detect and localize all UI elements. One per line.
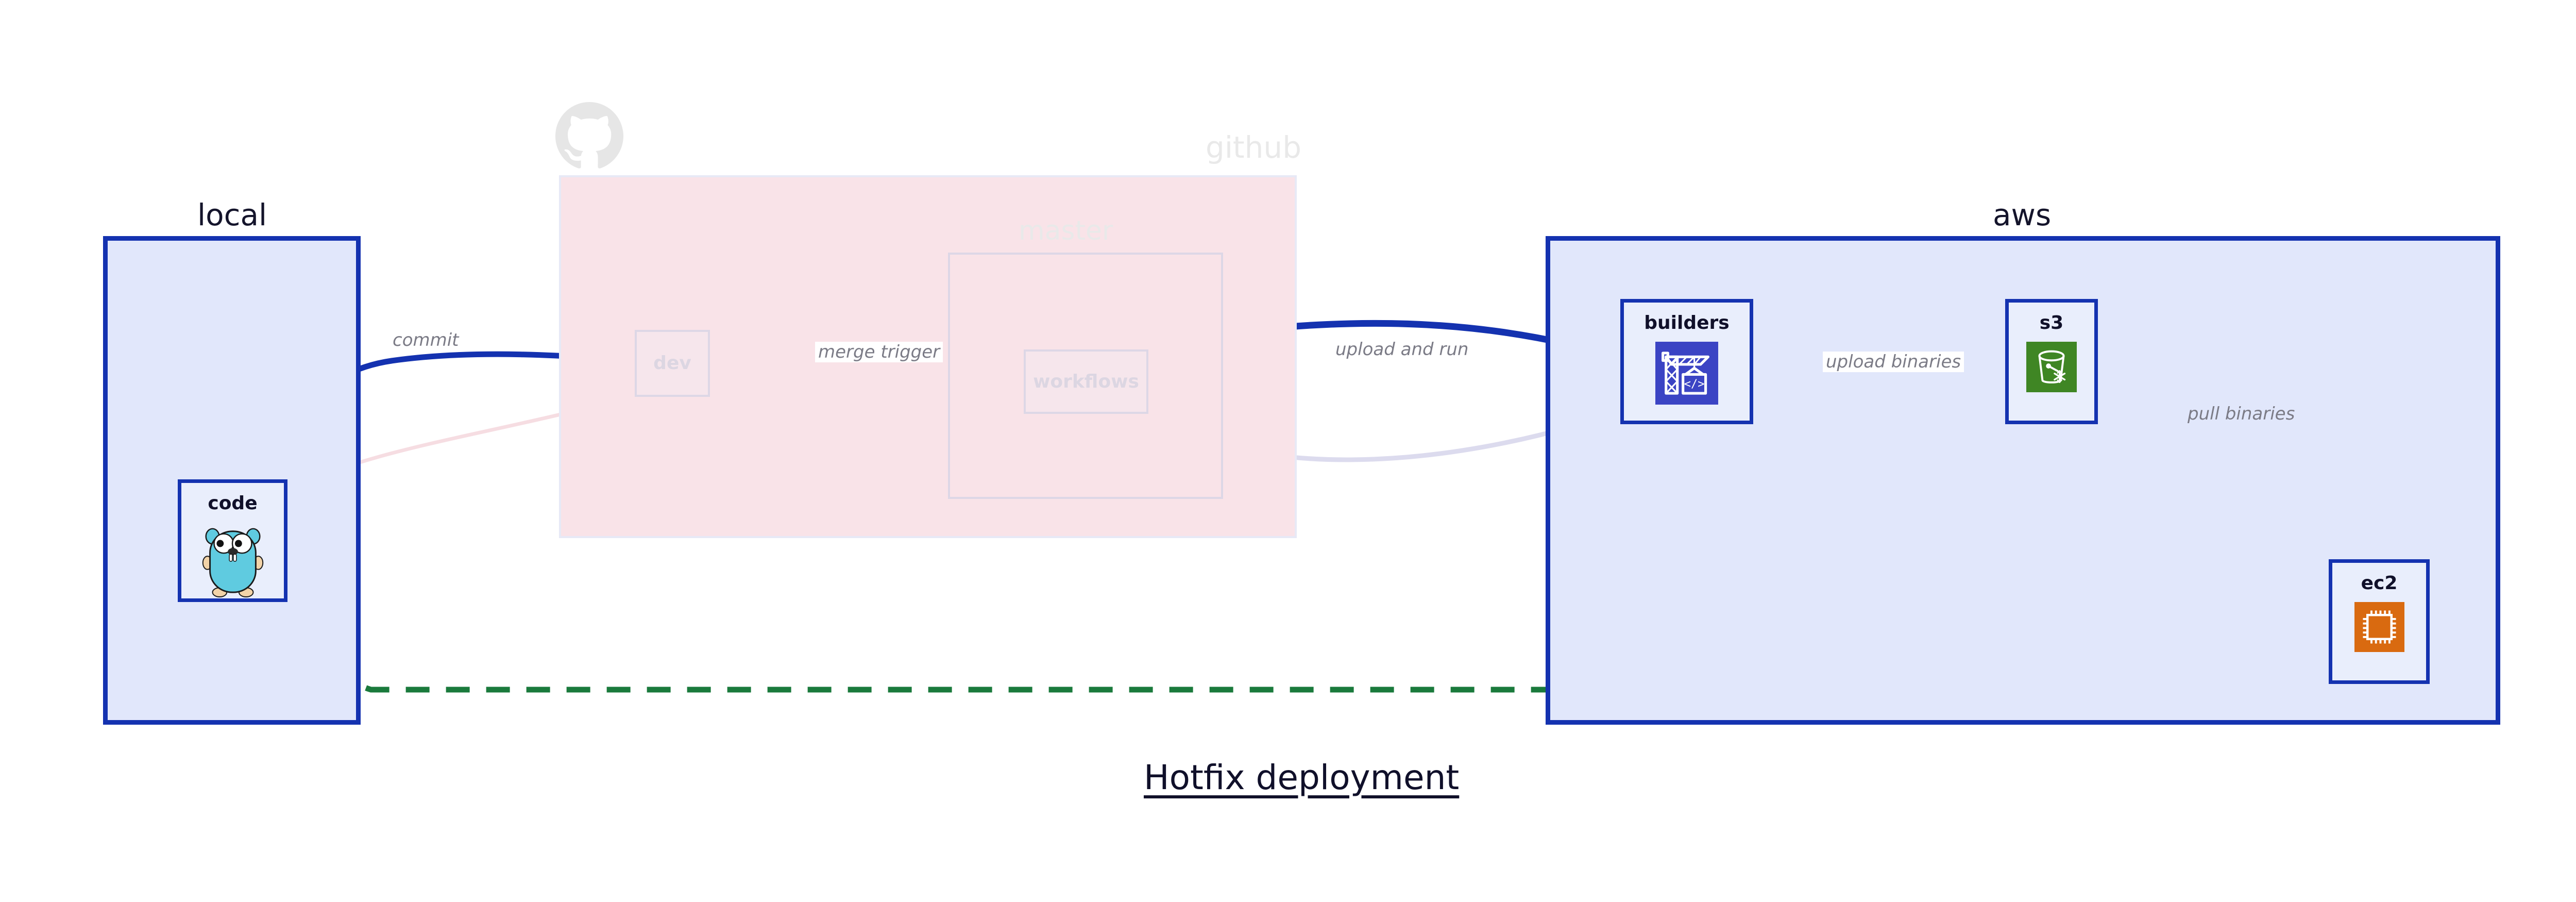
github-octocat-icon (555, 102, 623, 169)
svg-text:</>: </> (1684, 378, 1705, 391)
node-label-dev: dev (653, 353, 691, 374)
node-label-builders: builders (1644, 312, 1730, 333)
edge-label-merge-trigger: merge trigger (815, 342, 943, 362)
node-label-code: code (208, 493, 258, 514)
node-builders[interactable]: builders </> (1620, 299, 1753, 424)
group-label-github: github (1206, 130, 1302, 165)
edge-label-upload-binaries: upload binaries (1823, 352, 1964, 372)
node-label-s3: s3 (2039, 312, 2064, 333)
node-code[interactable]: code (178, 479, 287, 602)
node-dev[interactable]: dev (635, 330, 710, 397)
aws-codebuild-icon: </> (1655, 342, 1718, 405)
node-label-ec2: ec2 (2361, 573, 2398, 594)
aws-ec2-icon (2354, 602, 2404, 652)
node-label-workflows: workflows (1033, 371, 1139, 392)
group-label-master: master (1019, 215, 1113, 246)
node-s3[interactable]: s3 (2005, 299, 2098, 424)
node-workflows[interactable]: workflows (1024, 349, 1148, 414)
aws-s3-glacier-icon (2026, 342, 2077, 392)
edge-label-upload-and-run: upload and run (1332, 339, 1472, 360)
edge-label-commit: commit (389, 330, 462, 350)
node-ec2[interactable]: ec2 (2329, 559, 2430, 684)
group-label-aws: aws (1993, 197, 2052, 232)
go-gopher-icon (202, 528, 263, 598)
page-title: Hotfix deployment (1144, 758, 1460, 797)
group-label-local: local (197, 197, 267, 232)
edge-label-pull-binaries: pull binaries (2188, 404, 2295, 424)
group-master (948, 253, 1223, 499)
